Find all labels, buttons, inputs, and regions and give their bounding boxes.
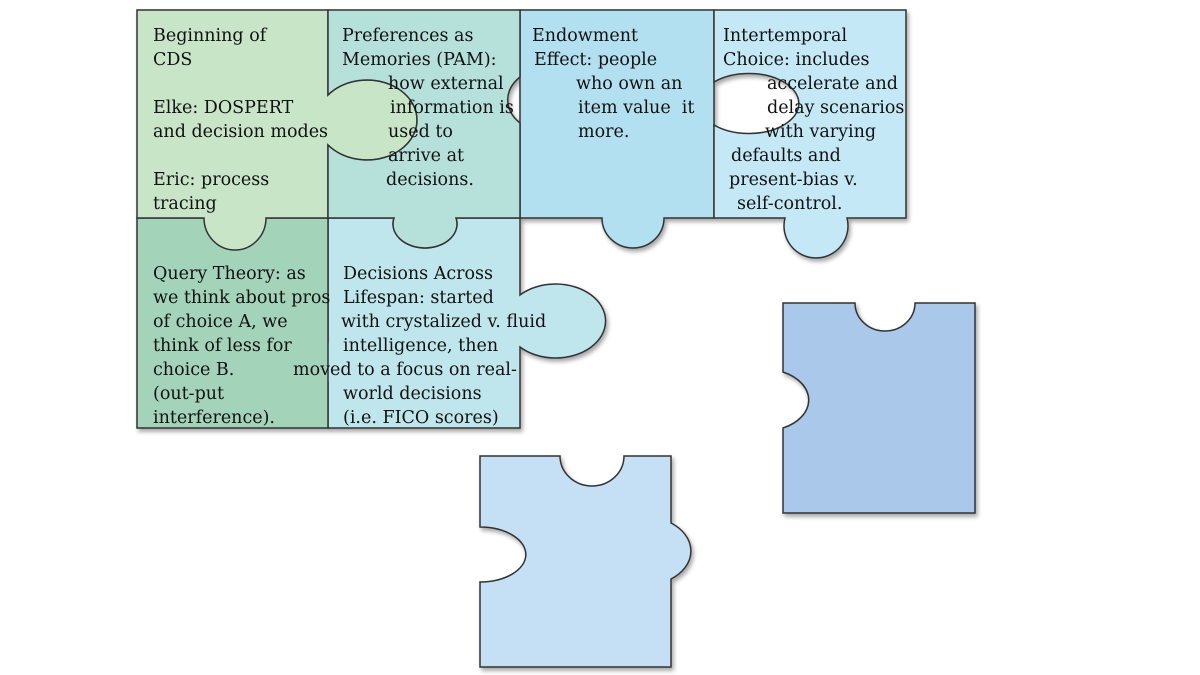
piece-text-line: we think about pros — [153, 288, 331, 308]
piece-text-line: think of less for — [153, 336, 292, 356]
piece-text-line: interference). — [153, 408, 275, 428]
piece-text-line: Effect: people — [534, 50, 658, 70]
piece-text-line: present-bias v. — [729, 170, 858, 190]
loose-puzzle-piece-right — [782, 302, 976, 514]
piece-text-line — [153, 72, 328, 96]
piece-text-line: used to — [388, 122, 453, 142]
piece-text-line: intelligence, then — [343, 336, 499, 356]
piece-text-line: Endowment — [532, 26, 639, 46]
piece-text-line: Preferences as — [342, 26, 474, 46]
piece-text-line: moved to a focus on real- — [293, 360, 517, 380]
piece-text-line: defaults and — [731, 146, 841, 166]
piece-text-line: tracing — [153, 194, 217, 214]
piece-text-line: Elke: DOSPERT — [153, 98, 294, 118]
piece-text-line: choice B. — [153, 360, 235, 380]
piece-text-line: who own an — [576, 74, 683, 94]
piece-text-line: and decision modes — [153, 122, 329, 142]
piece-text-line: information is — [390, 98, 514, 118]
puzzle-piece-intertemporal — [713, 9, 907, 259]
piece-text-line: Choice: includes — [723, 50, 870, 70]
piece-text-line: (out-put — [153, 384, 225, 404]
loose-puzzle-piece-bottom — [479, 455, 692, 668]
piece-text-line: with varying — [765, 122, 877, 142]
query-theory-text: Query Theory: as we think about pros of ch… — [153, 262, 330, 430]
piece-text-line: Lifespan: started — [343, 288, 494, 308]
piece-text-line: with crystalized v. fluid — [341, 312, 547, 332]
piece-text-line: item value it — [578, 98, 695, 118]
piece-text-line: of choice A, we — [153, 312, 288, 332]
piece-text-line: Intertemporal — [723, 26, 848, 46]
piece-text-line: Decisions Across — [343, 264, 494, 284]
puzzle-piece-pam — [327, 9, 521, 249]
piece-text-line: self-control. — [737, 194, 843, 214]
piece-text-line: world decisions — [343, 384, 482, 404]
piece-text-line: Query Theory: as — [153, 264, 306, 284]
piece-text-line — [153, 144, 328, 168]
piece-text-line: more. — [578, 122, 630, 142]
piece-text-line: decisions. — [386, 170, 474, 190]
piece-text-line: accelerate and — [767, 74, 899, 94]
puzzle-piece-endowment — [519, 9, 715, 249]
piece-text-line: Eric: process — [153, 170, 270, 190]
piece-text-line: delay scenarios — [767, 98, 905, 118]
piece-text-line: (i.e. FICO scores) — [343, 408, 499, 428]
piece-text-line: CDS — [153, 50, 193, 70]
piece-text-line: how external — [388, 74, 504, 94]
pam-text: Preferences as Memories (PAM): how externa… — [342, 24, 514, 192]
beginning-cds-text: Beginning of CDS Elke: DOSPERT and decision… — [153, 24, 328, 216]
piece-text-line: arrive at — [388, 146, 465, 166]
piece-text-line: Memories (PAM): — [342, 50, 497, 70]
piece-text-line: Beginning of — [153, 26, 267, 46]
